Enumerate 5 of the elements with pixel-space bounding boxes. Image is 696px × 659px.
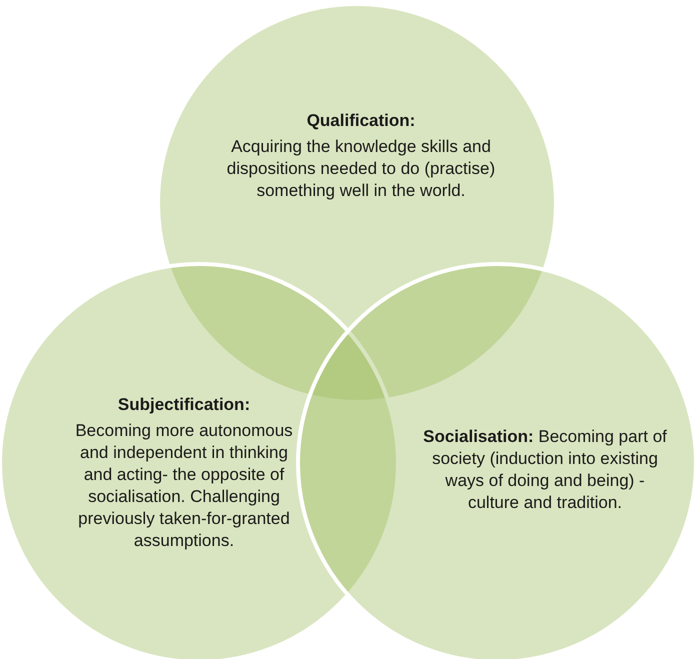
circle-heading: Qualification:	[306, 110, 416, 132]
circle-text: Becoming more autonomous and independent in thinking and acting- the opposite of socialisation. Challenging previously taken-for-granted assumptions.	[74, 420, 294, 552]
circle-text: Socialisation: Becoming part of society (induction into existing ways of doing and being) - culture and tradition.	[422, 426, 668, 514]
circle-heading: Subjectification:	[118, 394, 250, 416]
circle-text: Acquiring the knowledge skills and dispositions needed to do (practise) something well in the world.	[226, 136, 496, 202]
